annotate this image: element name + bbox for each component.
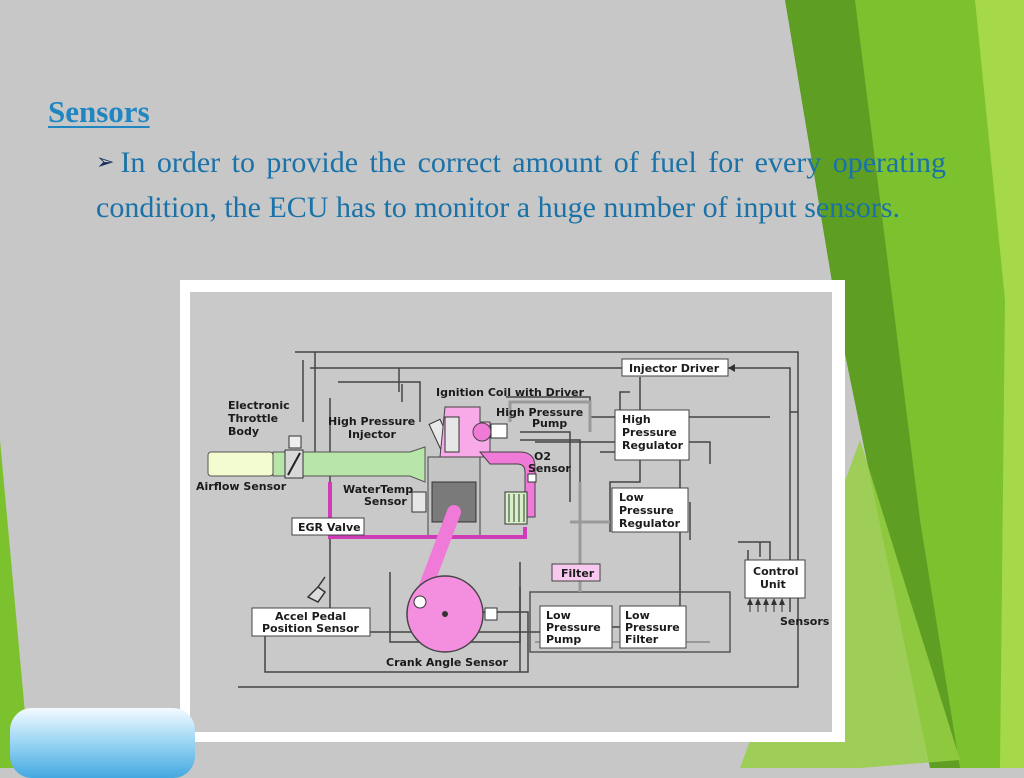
o2-sensor-probe <box>527 473 537 483</box>
label-hp-injector-1: High Pressure <box>328 415 415 428</box>
sensor-input-arrows <box>728 364 785 605</box>
airflow-sensor-tube <box>207 451 274 477</box>
spark-plug <box>444 416 460 453</box>
filter-box <box>551 563 601 582</box>
bullet-paragraph: ➢In order to provide the correct amount … <box>96 142 946 229</box>
label-lp-regulator-2: Pressure <box>619 504 674 517</box>
egr-pipe <box>328 482 527 539</box>
bullet-text: In order to provide the correct amount o… <box>96 146 946 224</box>
label-lp-pump-2: Pressure <box>546 621 601 634</box>
label-hp-pump-1: High Pressure <box>496 406 583 419</box>
control-unit-box <box>744 559 806 599</box>
label-hp-pump-2: Pump <box>532 417 567 430</box>
label-control-unit-1: Control <box>753 565 798 578</box>
label-accel-2: Position Sensor <box>262 622 360 635</box>
label-hp-regulator-2: Pressure <box>622 426 677 439</box>
arrow-bullet-icon: ➢ <box>96 150 115 175</box>
label-lp-filter-2: Pressure <box>625 621 680 634</box>
label-sensors: Sensors <box>780 615 830 628</box>
label-airflow-sensor: Airflow Sensor <box>196 480 287 493</box>
label-etb-2: Throttle <box>228 412 278 425</box>
label-watertemp-1: WaterTemp <box>343 483 413 496</box>
label-o2-1: O2 <box>534 450 551 463</box>
label-accel-1: Accel Pedal <box>275 610 346 623</box>
label-hp-regulator-3: Regulator <box>622 439 684 452</box>
label-filter: Filter <box>561 567 595 580</box>
label-hp-injector-2: Injector <box>348 428 396 441</box>
low-pressure-pump-box <box>539 605 613 649</box>
label-hp-regulator-1: High <box>622 413 651 426</box>
label-lp-regulator-3: Regulator <box>619 517 681 530</box>
label-control-unit-2: Unit <box>760 578 786 591</box>
green-stripe-left <box>0 440 30 768</box>
label-lp-regulator-1: Low <box>619 491 644 504</box>
label-etb-1: Electronic <box>228 399 290 412</box>
fuel-system-diagram: Injector Driver Ignition Coil with Drive… <box>180 280 845 742</box>
label-egr-valve: EGR Valve <box>298 521 361 534</box>
label-lp-filter-1: Low <box>625 609 650 622</box>
egr-valve-box <box>291 517 365 536</box>
label-o2-2: Sensor <box>528 462 571 475</box>
intake-pipe <box>272 446 426 483</box>
label-lp-pump-3: Pump <box>546 633 581 646</box>
low-pressure-regulator-box <box>611 487 689 533</box>
high-pressure-regulator-box <box>614 409 690 461</box>
label-lp-filter-3: Filter <box>625 633 659 646</box>
label-watertemp-2: Sensor <box>364 495 407 508</box>
slide-heading: Sensors <box>48 94 150 129</box>
label-etb-3: Body <box>228 425 259 438</box>
green-stripe-mid <box>855 0 1024 768</box>
throttle-actuator <box>288 435 302 449</box>
pump-connector <box>490 423 508 439</box>
accel-pedal-icon <box>306 576 327 603</box>
injector-driver-box <box>621 358 729 377</box>
catalytic-converter <box>504 491 528 525</box>
diagram-canvas: Injector Driver Ignition Coil with Drive… <box>190 292 832 732</box>
fuel-tank <box>529 591 731 653</box>
crank-sensor-head <box>484 607 498 621</box>
high-pressure-pump-body <box>472 422 492 442</box>
accel-pedal-box <box>251 607 371 637</box>
label-injector-driver: Injector Driver <box>629 362 720 375</box>
label-ignition-coil: Ignition Coil with Driver <box>436 386 585 399</box>
low-pressure-filter-box <box>619 605 687 649</box>
bottom-blue-shape <box>10 708 195 778</box>
label-lp-pump-1: Low <box>546 609 571 622</box>
label-crank-angle-sensor: Crank Angle Sensor <box>386 656 508 669</box>
green-stripe-light <box>975 0 1024 768</box>
watertemp-probe <box>411 491 427 513</box>
